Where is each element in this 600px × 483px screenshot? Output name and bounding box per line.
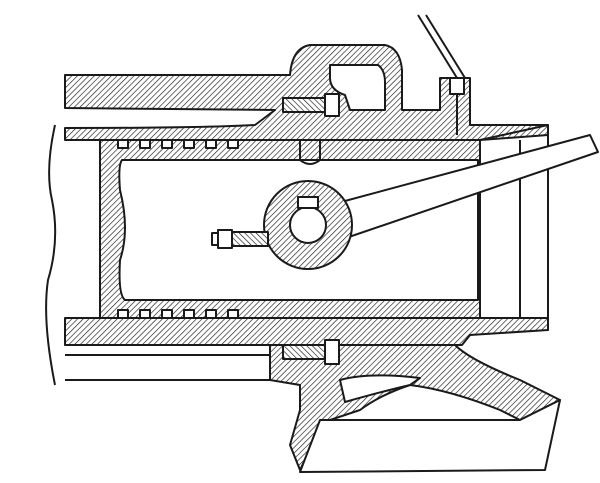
bracket-casting [299,399,561,473]
oil-cup-pin [449,77,465,95]
adjusting-bolt [231,231,269,247]
upper-bolt [282,97,326,113]
upper-outer-wall [64,44,549,141]
crank-hole [289,206,327,244]
center-web [299,140,321,165]
oil-pipe [417,14,458,79]
piston-rings-bottom [117,309,239,319]
lower-wall [64,317,549,346]
upper-flange-cavity [329,64,386,111]
piston-rings-top [117,139,239,149]
lower-bolt [282,344,326,360]
bracket-web [339,374,421,403]
barrel-break-left [45,124,57,386]
lower-flange-bracket [269,344,561,471]
